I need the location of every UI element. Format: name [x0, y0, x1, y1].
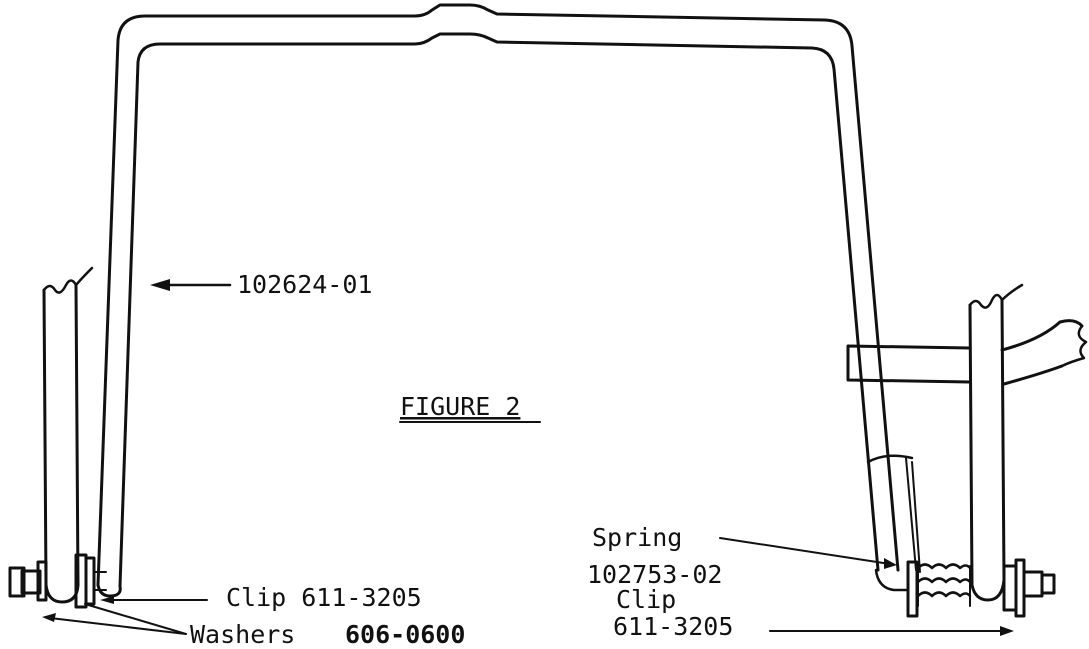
clip-left-label: Clip 611-3205	[226, 583, 422, 612]
arrow-spring	[884, 558, 897, 569]
u-bar	[96, 3, 900, 598]
clip-right-part-label: 611-3205	[613, 612, 733, 641]
bar-part-label: 102624-01	[237, 270, 372, 299]
left-post	[42, 266, 94, 604]
spring-label: Spring	[592, 523, 682, 552]
clip-right-label: Clip	[616, 585, 676, 614]
leader-lines	[42, 279, 1014, 636]
washers-label: Washers	[190, 620, 295, 649]
washers-part-label: 606-0600	[345, 620, 465, 649]
figure-title: FIGURE 2	[400, 392, 520, 421]
crossbar	[846, 319, 1088, 386]
spring-assembly	[866, 454, 1056, 618]
spring-part-label: 102753-02	[587, 560, 722, 589]
right-post	[968, 283, 1024, 602]
arrow-bar	[150, 279, 170, 291]
left-hardware	[8, 553, 107, 609]
arrow-clip-left	[100, 596, 114, 604]
arrow-washer-1	[42, 613, 56, 622]
arrow-clip-right	[1000, 626, 1014, 636]
